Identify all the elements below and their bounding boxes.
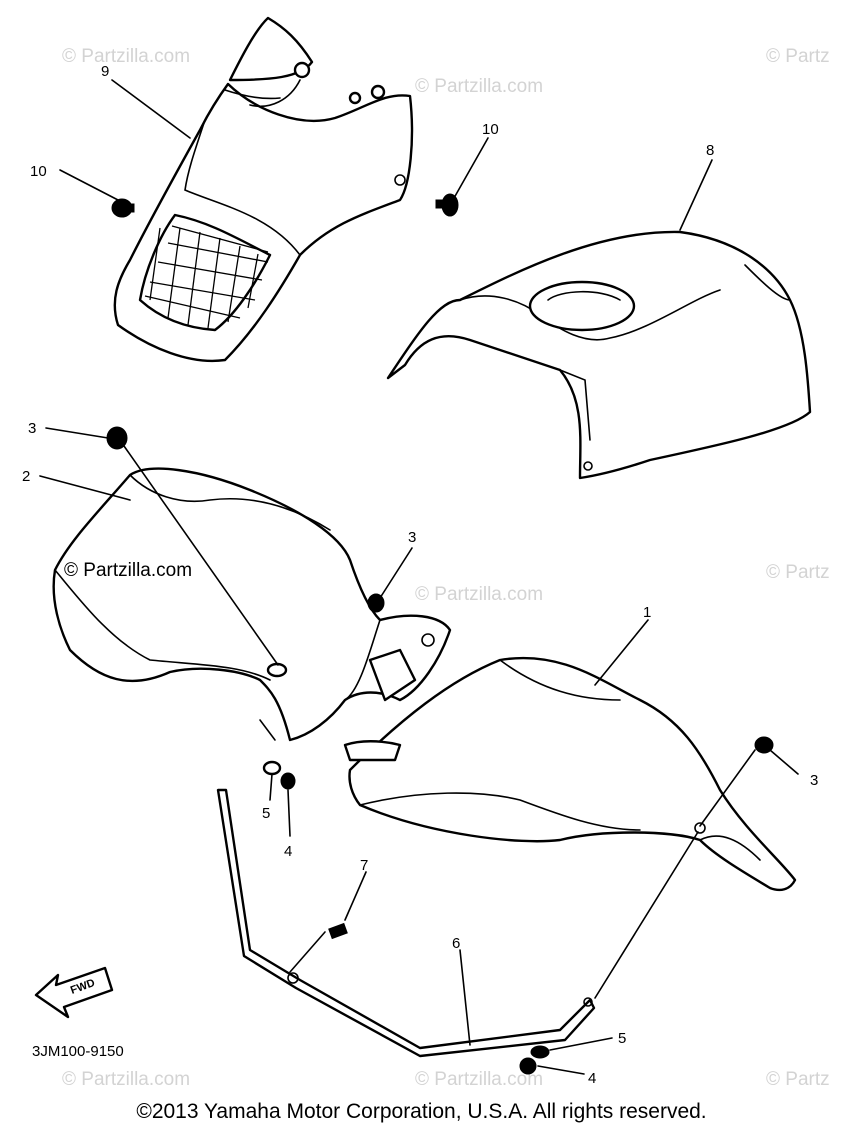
hardware (106, 426, 774, 1075)
watermark: © Partzilla.com (415, 1069, 543, 1090)
part-2-front-fender (52, 467, 452, 742)
part-number-3: 3 (408, 529, 416, 546)
part-number-2: 2 (22, 468, 30, 485)
part-number-6: 6 (452, 935, 460, 952)
part-number-7: 7 (360, 857, 368, 874)
part-number-9: 9 (101, 63, 109, 80)
watermark: © Partzilla.com (415, 76, 543, 97)
part-number-5: 5 (262, 805, 270, 822)
part-5-washer (530, 1045, 550, 1059)
watermark: © Partz (766, 46, 830, 67)
watermark: © Partz (766, 562, 830, 583)
part-number-1: 1 (643, 604, 651, 621)
part-9-front-panel (113, 16, 414, 363)
part-number-10: 10 (30, 163, 47, 180)
part-number-5: 5 (618, 1030, 626, 1047)
part-number-10: 10 (482, 121, 499, 138)
part-7-bolt (328, 922, 348, 940)
part-5-washer (262, 760, 282, 776)
part-3-screw (754, 736, 774, 754)
part-1-rear-fender (343, 656, 797, 892)
part-number-4: 4 (284, 843, 292, 860)
drawing-code: 3JM100-9150 (32, 1043, 124, 1060)
part-10-screws (111, 193, 459, 218)
watermark: © Partzilla.com (415, 584, 543, 605)
part-number-3: 3 (28, 420, 36, 437)
watermark: © Partzilla.com (64, 560, 192, 581)
part-4-nut (280, 772, 296, 790)
watermark-layer: © Partzilla.com © Partzilla.com © Partz … (62, 46, 830, 1090)
part-4-nut (519, 1057, 537, 1075)
part-8-cover (386, 230, 812, 480)
part-number-3: 3 (810, 772, 818, 789)
copyright-notice: ©2013 Yamaha Motor Corporation, U.S.A. A… (136, 1100, 707, 1123)
watermark: © Partzilla.com (62, 1069, 190, 1090)
part-number-8: 8 (706, 142, 714, 159)
part-number-labels: 9 10 10 8 3 2 3 1 3 5 4 7 6 5 4 (22, 63, 818, 1087)
watermark: © Partz (766, 1069, 830, 1090)
fwd-arrow: FWD (34, 966, 114, 1019)
watermark: © Partzilla.com (62, 46, 190, 67)
leader-lines (39, 79, 799, 1075)
part-6-stay (216, 788, 596, 1058)
part-number-4: 4 (588, 1070, 596, 1087)
